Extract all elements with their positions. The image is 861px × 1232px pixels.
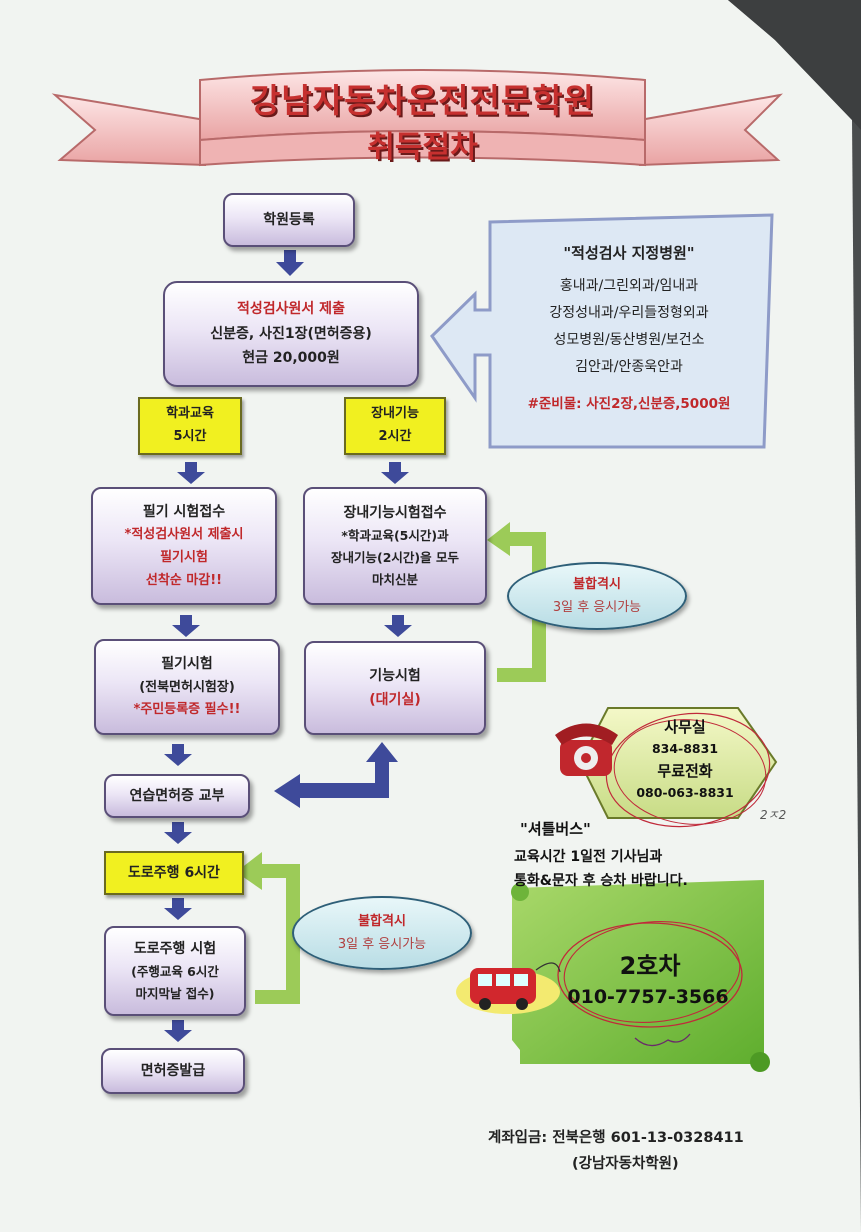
written-test-line-3: *주민등록증 필수!! bbox=[133, 702, 241, 718]
telephone-icon bbox=[555, 723, 618, 776]
flow-arrows bbox=[164, 250, 412, 1042]
aptitude-line-1: 적성검사원서 제출 bbox=[237, 301, 345, 318]
fail-note-skill: 불합격시 3일 후 응시가능 bbox=[507, 562, 687, 630]
step-course-skill: 장내기능 2시간 bbox=[344, 397, 446, 455]
title-line-2: 취득절차 bbox=[367, 130, 478, 165]
aptitude-line-3: 현금 20,000원 bbox=[242, 350, 340, 367]
skill-apply-line-2: *학과교육(5시간)과 bbox=[341, 528, 449, 544]
class-edu-line-2: 5시간 bbox=[173, 429, 207, 444]
road-driving-label: 도로주행 6시간 bbox=[128, 864, 220, 881]
fail-note-road: 불합격시 3일 후 응시가능 bbox=[292, 896, 472, 970]
fail-note-text: 3일 후 응시가능 bbox=[337, 937, 427, 952]
shuttle-car: 2호차 bbox=[619, 952, 681, 980]
step-register: 학원등록 bbox=[223, 193, 355, 247]
written-test-line-2: (전북면허시험장) bbox=[139, 679, 235, 695]
hospital-callout-bg bbox=[430, 213, 774, 449]
skill-test-line-1: 기능시험 bbox=[369, 667, 421, 684]
title-banner bbox=[51, 69, 783, 167]
step-written-test: 필기시험 (전북면허시험장) *주민등록증 필수!! bbox=[94, 639, 280, 735]
written-apply-line-3: 필기시험 bbox=[160, 549, 208, 565]
shuttle-line-1: 교육시간 1일전 기사님과 bbox=[514, 849, 663, 865]
road-test-line-2: (주행교육 6시간 bbox=[131, 964, 219, 980]
step-skill-apply: 장내기능시험접수 *학과교육(5시간)과 장내기능(2시간)을 모두 마치신분 bbox=[303, 487, 487, 605]
course-skill-line-1: 장내기능 bbox=[371, 406, 419, 422]
step-class-edu: 학과교육 5시간 bbox=[138, 397, 242, 455]
fail-note-title: 불합격시 bbox=[358, 913, 406, 929]
shuttle-scroll bbox=[511, 880, 770, 1072]
road-test-line-3: 마지막날 접수) bbox=[135, 986, 215, 1002]
license-issue-label: 면허증발급 bbox=[140, 1062, 206, 1079]
bank-line-2: (강남자동차학원) bbox=[572, 1156, 679, 1172]
step-learner-permit: 연습면허증 교부 bbox=[104, 774, 250, 818]
shuttle-phone: 010-7757-3566 bbox=[567, 986, 729, 1008]
fail-note-title: 불합격시 bbox=[573, 576, 621, 592]
hospital-line: 강정성내과/우리들정형외과 bbox=[549, 305, 709, 321]
step-register-label: 학원등록 bbox=[263, 211, 315, 228]
skill-apply-line-4: 마치신분 bbox=[371, 572, 418, 588]
skill-apply-line-1: 장내기능시험접수 bbox=[343, 504, 447, 521]
written-apply-line-1: 필기 시험접수 bbox=[142, 503, 226, 520]
learner-permit-label: 연습면허증 교부 bbox=[129, 787, 225, 804]
road-test-line-1: 도로주행 시험 bbox=[133, 940, 217, 957]
written-test-line-1: 필기시험 bbox=[161, 656, 213, 672]
fail-note-text: 3일 후 응시가능 bbox=[552, 600, 642, 615]
hospital-line: 홍내과/그린외과/임내과 bbox=[559, 278, 699, 294]
office-free-phone: 080-063-8831 bbox=[636, 785, 734, 800]
shuttle-title: "셔틀버스" bbox=[520, 820, 591, 838]
skill-test-line-2: (대기실) bbox=[369, 692, 421, 708]
written-apply-line-4: 선착순 마감!! bbox=[145, 572, 223, 588]
step-road-test: 도로주행 시험 (주행교육 6시간 마지막날 접수) bbox=[104, 926, 246, 1016]
written-apply-line-2: *적성검사원서 제출시 bbox=[124, 527, 244, 543]
step-aptitude: 적성검사원서 제출 신분증, 사진1장(면허증용) 현금 20,000원 bbox=[163, 281, 419, 387]
title-line-1: 강남자동차운전전문학원 bbox=[250, 81, 595, 120]
step-license-issue: 면허증발급 bbox=[101, 1048, 245, 1094]
aptitude-line-2: 신분증, 사진1장(면허증용) bbox=[210, 325, 372, 342]
office-scribble: 2ㅈ2 bbox=[760, 808, 787, 822]
step-skill-test: 기능시험 (대기실) bbox=[304, 641, 486, 735]
class-edu-line-1: 학과교육 bbox=[166, 406, 214, 422]
office-label: 사무실 bbox=[664, 718, 706, 736]
shuttle-line-2: 통화&문자 후 승차 바랍니다. bbox=[514, 873, 688, 889]
course-skill-line-2: 2시간 bbox=[378, 429, 412, 444]
hospital-line: 성모병원/동산병원/보건소 bbox=[553, 332, 705, 348]
paper-shadow-edge bbox=[728, 0, 861, 130]
step-written-apply: 필기 시험접수 *적성검사원서 제출시 필기시험 선착순 마감!! bbox=[91, 487, 277, 605]
step-road-driving: 도로주행 6시간 bbox=[104, 851, 244, 895]
hospital-title: "적성검사 지정병원" bbox=[563, 244, 695, 262]
skill-apply-line-3: 장내기능(2시간)을 모두 bbox=[331, 550, 459, 566]
bus-icon bbox=[456, 962, 561, 1014]
bank-line-1: 계좌입금: 전북은행 601-13-0328411 bbox=[488, 1130, 744, 1146]
hospital-line: 김안과/안종욱안과 bbox=[575, 359, 683, 375]
hospital-prep: #준비물: 사진2장,신분증,5000원 bbox=[527, 396, 731, 412]
office-info: 사무실 834-8831 무료전화 080-063-8831 bbox=[620, 716, 750, 804]
office-phone: 834-8831 bbox=[651, 741, 719, 756]
office-free-label: 무료전화 bbox=[657, 762, 713, 780]
hospital-list: "적성검사 지정병원" 홍내과/그린외과/임내과 강정성내과/우리들정형외과 성… bbox=[498, 240, 760, 418]
